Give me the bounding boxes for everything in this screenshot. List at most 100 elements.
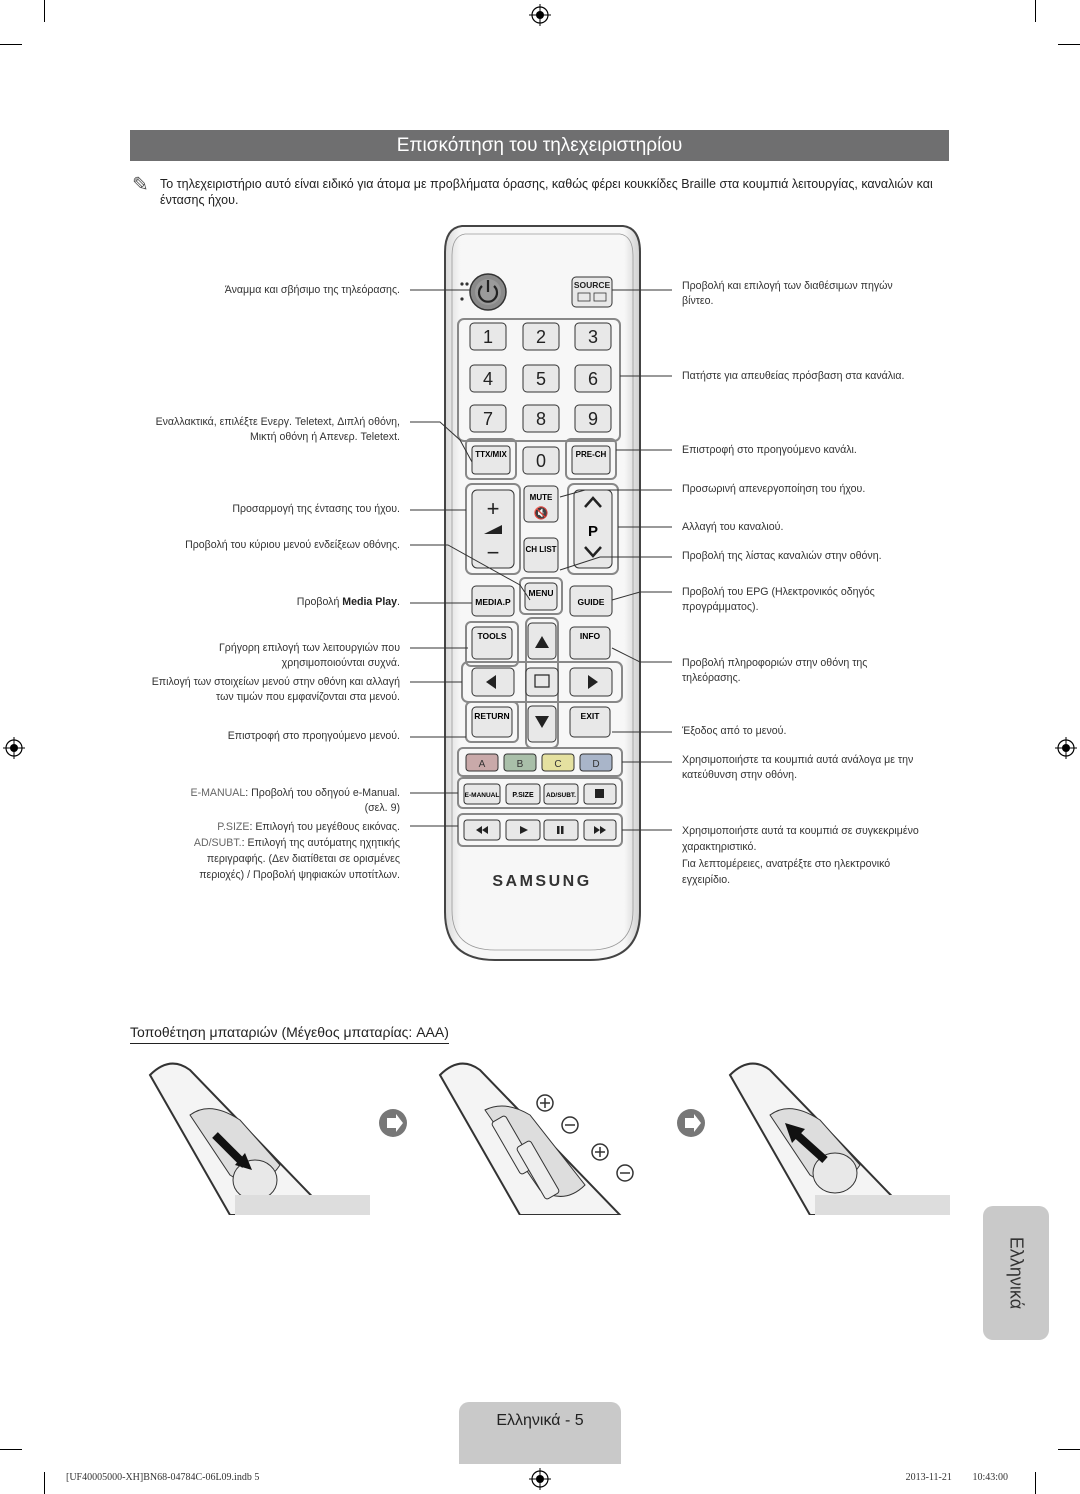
label-adsubt: AD/SUBT.: Επιλογή της αυτόματης ηχητικής bbox=[193, 837, 400, 849]
label-nav-2: των τιμών που εμφανίζονται στα μενού. bbox=[216, 691, 400, 703]
color-key-c bbox=[541, 753, 575, 772]
registration-mark-icon bbox=[529, 4, 551, 26]
digit-key-label: 6 bbox=[588, 369, 598, 389]
arrow-right-icon bbox=[677, 1109, 705, 1137]
label-ttx-1: Εναλλακτικά, επιλέξτε Ενεργ. Teletext, Δ… bbox=[155, 416, 400, 428]
digit-key-7 bbox=[469, 404, 507, 433]
label-emanual-page: (σελ. 9) bbox=[364, 802, 400, 814]
arrow-right-icon bbox=[379, 1109, 407, 1137]
label-source-2: βίντεο. bbox=[682, 295, 714, 307]
svg-text:−: − bbox=[487, 540, 500, 565]
color-key-label: C bbox=[554, 759, 561, 770]
digit-key-3 bbox=[574, 322, 612, 351]
label-mute: Προσωρινή απενεργοποίηση του ήχου. bbox=[682, 483, 866, 495]
label-guide-2: προγράμματος). bbox=[682, 601, 759, 613]
language-side-tab: Ελληνικά bbox=[983, 1206, 1049, 1340]
label-tools-1: Γρήγορη επιλογή των λειτουργιών που bbox=[218, 642, 400, 654]
label-exit: Έξοδος από το μενού. bbox=[682, 725, 787, 737]
label-source-1: Προβολή και επιλογή των διαθέσιμων πηγών bbox=[682, 280, 893, 292]
footer-file-info: [UF40005000-XH]BN68-04784C-06L09.indb 5 bbox=[66, 1472, 260, 1483]
color-key-label: A bbox=[479, 759, 486, 770]
label-media-3: Για λεπτομέρειες, ανατρέξτε στο ηλεκτρον… bbox=[682, 858, 891, 870]
digit-key-label: 9 bbox=[588, 409, 598, 429]
digit-key-label: 5 bbox=[536, 369, 546, 389]
battery-step-3-illustration bbox=[728, 1062, 950, 1215]
page-title: Επισκόπηση του τηλεχειριστηρίου bbox=[130, 130, 949, 161]
digit-key-label: 8 bbox=[536, 409, 546, 429]
label-mediap: Προβολή Media Play. bbox=[296, 596, 400, 608]
svg-text:+: + bbox=[487, 496, 500, 521]
color-key-label: D bbox=[592, 759, 599, 770]
psize-button-label: P.SIZE bbox=[512, 792, 534, 799]
digit-key-5 bbox=[522, 364, 560, 393]
digit-key-4 bbox=[469, 364, 507, 393]
braille-note: Το τηλεχειριστήριο αυτό είναι ειδικό για… bbox=[160, 177, 933, 207]
guide-button-label: GUIDE bbox=[578, 597, 605, 607]
source-button-label: SOURCE bbox=[574, 280, 611, 290]
label-ttx-2: Μικτή οθόνη ή Απενερ. Teletext. bbox=[249, 431, 400, 443]
color-key-d bbox=[579, 753, 613, 772]
digit-key-6 bbox=[574, 364, 612, 393]
label-media-2: χαρακτηριστικό. bbox=[682, 841, 757, 853]
label-color-1: Χρησιμοποιήστε τα κουμπιά αυτά ανάλογα μ… bbox=[682, 754, 914, 766]
samsung-logo: SAMSUNG bbox=[492, 873, 591, 890]
color-key-label: B bbox=[517, 759, 524, 770]
registration-mark-icon bbox=[1055, 737, 1077, 759]
label-channel: Αλλαγή του καναλιού. bbox=[682, 521, 784, 533]
label-info-2: τηλεόρασης. bbox=[682, 672, 741, 684]
return-button-label: RETURN bbox=[474, 711, 509, 721]
info-button-label: INFO bbox=[580, 631, 601, 641]
adsubt-button-label: AD/SUBT. bbox=[546, 792, 576, 799]
battery-step-1-illustration bbox=[148, 1062, 370, 1215]
label-media-4: εγχειρίδιο. bbox=[682, 874, 731, 886]
label-tools-2: χρησιμοποιούνται συχνά. bbox=[281, 657, 400, 669]
label-volume: Προσαρμογή της έντασης του ήχου. bbox=[232, 503, 400, 515]
label-prech: Επιστροφή στο προηγούμενο κανάλι. bbox=[682, 444, 857, 456]
label-menu: Προβολή του κύριου μενού ενδείξεων οθόνη… bbox=[185, 539, 400, 551]
digit-key-label: 7 bbox=[483, 409, 493, 429]
digit-key-8 bbox=[522, 404, 560, 433]
digit-key-1 bbox=[469, 322, 507, 351]
label-info-1: Προβολή πληροφοριών στην οθόνη της bbox=[682, 657, 868, 669]
pencil-note-icon: ✎ bbox=[132, 174, 149, 196]
label-color-2: κατεύθυνση στην οθόνη. bbox=[682, 769, 798, 781]
footer-timestamp: 2013-11-21 ￿￿ 10:43:00 bbox=[905, 1472, 1008, 1483]
label-media-1: Χρησιμοποιήστε αυτά τα κουμπιά σε συγκεκ… bbox=[682, 825, 919, 837]
digit-key-9 bbox=[574, 404, 612, 433]
label-psize: P.SIZE: Επιλογή του μεγέθους εικόνας. bbox=[217, 821, 400, 833]
battery-step-2-illustration bbox=[438, 1062, 634, 1215]
digit-key-label: 0 bbox=[536, 451, 546, 471]
digit-key-0 bbox=[522, 446, 560, 475]
emanual-button-label: E-MANUAL bbox=[465, 792, 500, 799]
color-key-b bbox=[503, 753, 537, 772]
ttx-button-label: TTX/MIX bbox=[475, 450, 507, 459]
digit-key-2 bbox=[522, 322, 560, 351]
prech-button-label: PRE-CH bbox=[576, 450, 607, 459]
label-power: Άναμμα και σβήσιμο της τηλεόρασης. bbox=[224, 284, 400, 296]
registration-mark-icon bbox=[3, 737, 25, 759]
svg-text:🔇: 🔇 bbox=[534, 506, 549, 520]
page-number-tab: Ελληνικά - 5 bbox=[459, 1402, 621, 1464]
digit-key-label: 3 bbox=[588, 327, 598, 347]
channel-letter: P bbox=[588, 523, 598, 540]
label-emanual: E-MANUAL: Προβολή του οδηγού e-Manual. bbox=[190, 787, 401, 799]
label-nav-1: Επιλογή των στοιχείων μενού στην οθόνη κ… bbox=[151, 676, 400, 688]
color-key-a bbox=[465, 753, 499, 772]
registration-mark-icon bbox=[529, 1468, 551, 1490]
mute-button-label: MUTE bbox=[530, 493, 553, 502]
tools-button-label: TOOLS bbox=[477, 631, 506, 641]
exit-button-label: EXIT bbox=[581, 711, 601, 721]
label-guide-1: Προβολή του EPG (Ηλεκτρονικός οδηγός bbox=[682, 586, 875, 598]
digit-key-label: 4 bbox=[483, 369, 493, 389]
label-return: Επιστροφή στο προηγούμενο μενού. bbox=[227, 730, 400, 742]
chlist-button-label: CH LIST bbox=[525, 545, 556, 554]
digit-key-label: 2 bbox=[536, 327, 546, 347]
label-numbers: Πατήστε για απευθείας πρόσβαση στα κανάλ… bbox=[682, 370, 905, 382]
mediap-button-label: MEDIA.P bbox=[475, 597, 511, 607]
leader-lines bbox=[410, 289, 672, 831]
label-adsubt-2: περιγραφής. (Δεν διατίθεται σε ορισμένες bbox=[206, 853, 400, 865]
label-chlist: Προβολή της λίστας καναλιών στην οθόνη. bbox=[682, 550, 882, 562]
label-adsubt-3: περιοχές) / Προβολή ψηφιακών υποτίτλων. bbox=[199, 869, 400, 881]
battery-heading: Τοποθέτηση μπαταριών (Μέγεθος μπαταρίας:… bbox=[130, 1024, 449, 1044]
